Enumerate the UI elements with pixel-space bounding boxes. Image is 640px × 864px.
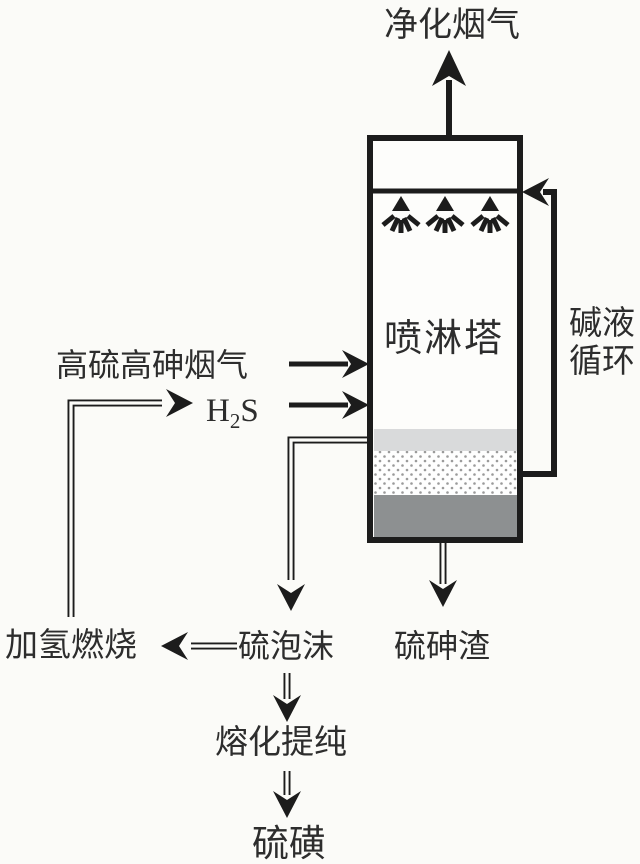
spray-tower-label: 喷淋塔 [384,318,504,360]
sulfur-arsenic-slag-label: 硫砷渣 [394,628,490,664]
tower-structure [367,135,523,543]
left-arrowhead [161,632,188,660]
purified-gas-arrow [432,50,466,137]
melting-purification-label: 熔化提纯 [215,724,347,761]
alkali-circulation-line1: 碱液 [569,305,635,342]
slurry-band [374,495,517,537]
alkali-recirculation-pipe [519,178,557,477]
tower-outline [367,135,523,543]
foam-arrowhead [277,584,305,611]
sulfur-product-label: 硫磺 [252,823,326,864]
foam-to-melting-arrow [273,673,301,722]
alkali-circulation-label: 碱液 循环 [569,305,635,380]
h2s-feed-arrowhead [342,391,369,419]
foam-to-hydrogenation-arrow [161,632,237,660]
hydrogenation-to-h2s-pipe [67,389,193,617]
purified-gas-label: 净化烟气 [384,6,520,44]
slag-outlet-arrow [429,541,457,607]
sulfur-foam-outlet-pipe [277,436,373,611]
down-arrowhead-2 [273,791,301,818]
up-arrowhead [432,50,466,86]
h2s-label: H2S [206,393,259,433]
clear-liquid-band [374,429,517,451]
alkali-circulation-line2: 循环 [569,343,635,380]
feed-gas-label: 高硫高砷烟气 [56,347,248,383]
hydrogenation-combustion-label: 加氢燃烧 [5,627,137,664]
feed-gas-arrow [289,350,369,378]
h2s-feed-arrow [289,391,369,419]
h2s-arrowhead [166,389,193,417]
slag-arrowhead [429,580,457,607]
foam-band [374,451,517,495]
recirc-arrowhead [522,178,549,206]
down-arrowhead-1 [273,695,301,722]
sulfur-foam-label: 硫泡沫 [238,628,334,664]
feed-arrowhead [342,350,369,378]
melting-to-sulfur-arrow [273,771,301,818]
